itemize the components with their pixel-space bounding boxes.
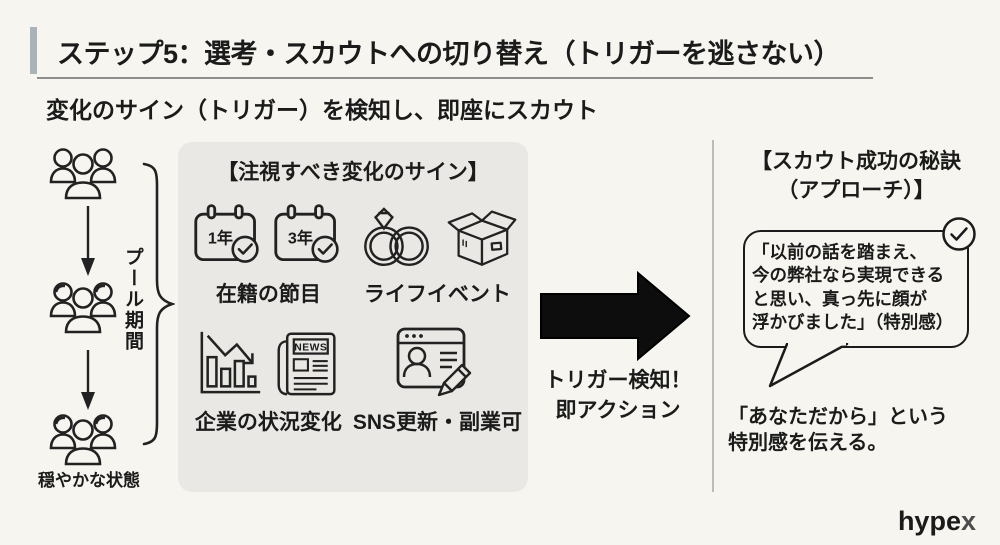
approach-title-line1: 【スカウト成功の秘訣 [751, 150, 961, 173]
logo-text-main: hype [897, 506, 961, 536]
approach-note: 「あなただから」という 特別感を伝える。 [728, 404, 988, 456]
wedding-rings-icon [364, 207, 430, 267]
subtitle: 変化のサイン（トリガー）を検知し、即座にスカウト [46, 97, 598, 123]
logo-text-x: x [960, 506, 976, 536]
signal-label-sns-update: SNS更新・副業可 [352, 411, 522, 434]
check-circle-icon [942, 217, 976, 251]
scout-message-bubble: 「以前の話を踏まえ、 今の弊社なら実現できる と思い、真っ先に顔が 浮かびました… [743, 217, 976, 388]
down-arrow-icon [81, 206, 95, 276]
signals-grid: 1年 3年 在籍の節目 [184, 196, 522, 436]
quote-line2: 今の弊社なら実現できる [752, 265, 945, 286]
people-group-icon [49, 414, 117, 466]
calendar-3year-text: 3年 [288, 229, 313, 248]
newspaper-icon: NEWS [277, 332, 336, 396]
hypex-logo: hypex [898, 506, 976, 537]
signal-sns-update: SNS更新・副業可 [353, 324, 522, 436]
quote-line1: 「以前の話を踏まえ、 [752, 241, 927, 262]
title-underline [37, 77, 873, 79]
signal-label-tenure: 在籍の節目 [215, 283, 321, 306]
right-arrow-icon [540, 270, 691, 362]
calendar-1year-icon: 1年 [194, 204, 260, 263]
page-title: ステップ5：選考・スカウトへの切り替え（トリガーを逃さない） [57, 39, 841, 69]
trigger-line2: 即アクション [555, 399, 681, 423]
down-arrow-icon [81, 350, 95, 410]
signal-tenure: 1年 3年 在籍の節目 [184, 196, 353, 308]
quote-line4: 浮かびました」（特別感） [752, 312, 954, 333]
signal-label-company-change: 企業の状況変化 [194, 411, 342, 434]
moving-box-icon [447, 210, 517, 266]
signal-company-change: NEWS 企業の状況変化 [184, 324, 353, 436]
pool-period-label: プール期間 [122, 247, 143, 352]
approach-title-line2: （アプローチ）】 [777, 179, 935, 203]
curly-brace-icon [142, 162, 175, 446]
speech-bubble-tail [768, 343, 849, 388]
trigger-caption: トリガー検知！ 即アクション [528, 366, 708, 427]
approach-panel: 【スカウト成功の秘訣 （アプローチ）】 「以前の話を踏まえ、 今の弊社なら実現で… [724, 147, 988, 456]
signal-life-event: ライフイベント [353, 196, 522, 308]
sns-browser-icon [397, 327, 472, 397]
signals-box: 【注視すべき変化のサイン】 1年 [178, 142, 528, 492]
approach-note-line1: 「あなただから」という [728, 405, 948, 428]
title-accent-bar [30, 27, 37, 74]
trigger-line1: トリガー検知！ [544, 369, 692, 392]
people-group-icon [49, 148, 117, 200]
people-group-icon [49, 282, 117, 334]
approach-title: 【スカウト成功の秘訣 （アプローチ）】 [724, 147, 988, 206]
calendar-1year-text: 1年 [208, 229, 233, 248]
quote-line3: と思い、真っ先に顔が [752, 288, 927, 309]
approach-note-line2: 特別感を伝える。 [728, 431, 888, 454]
news-masthead-text: NEWS [295, 343, 328, 354]
signals-box-title: 【注視すべき変化のサイン】 [217, 161, 489, 184]
section-divider [712, 140, 714, 492]
signal-label-life-event: ライフイベント [363, 283, 511, 306]
calm-state-label: 穏やかな状態 [38, 471, 140, 490]
declining-chart-icon [200, 331, 261, 394]
calendar-3year-icon: 3年 [274, 204, 340, 263]
